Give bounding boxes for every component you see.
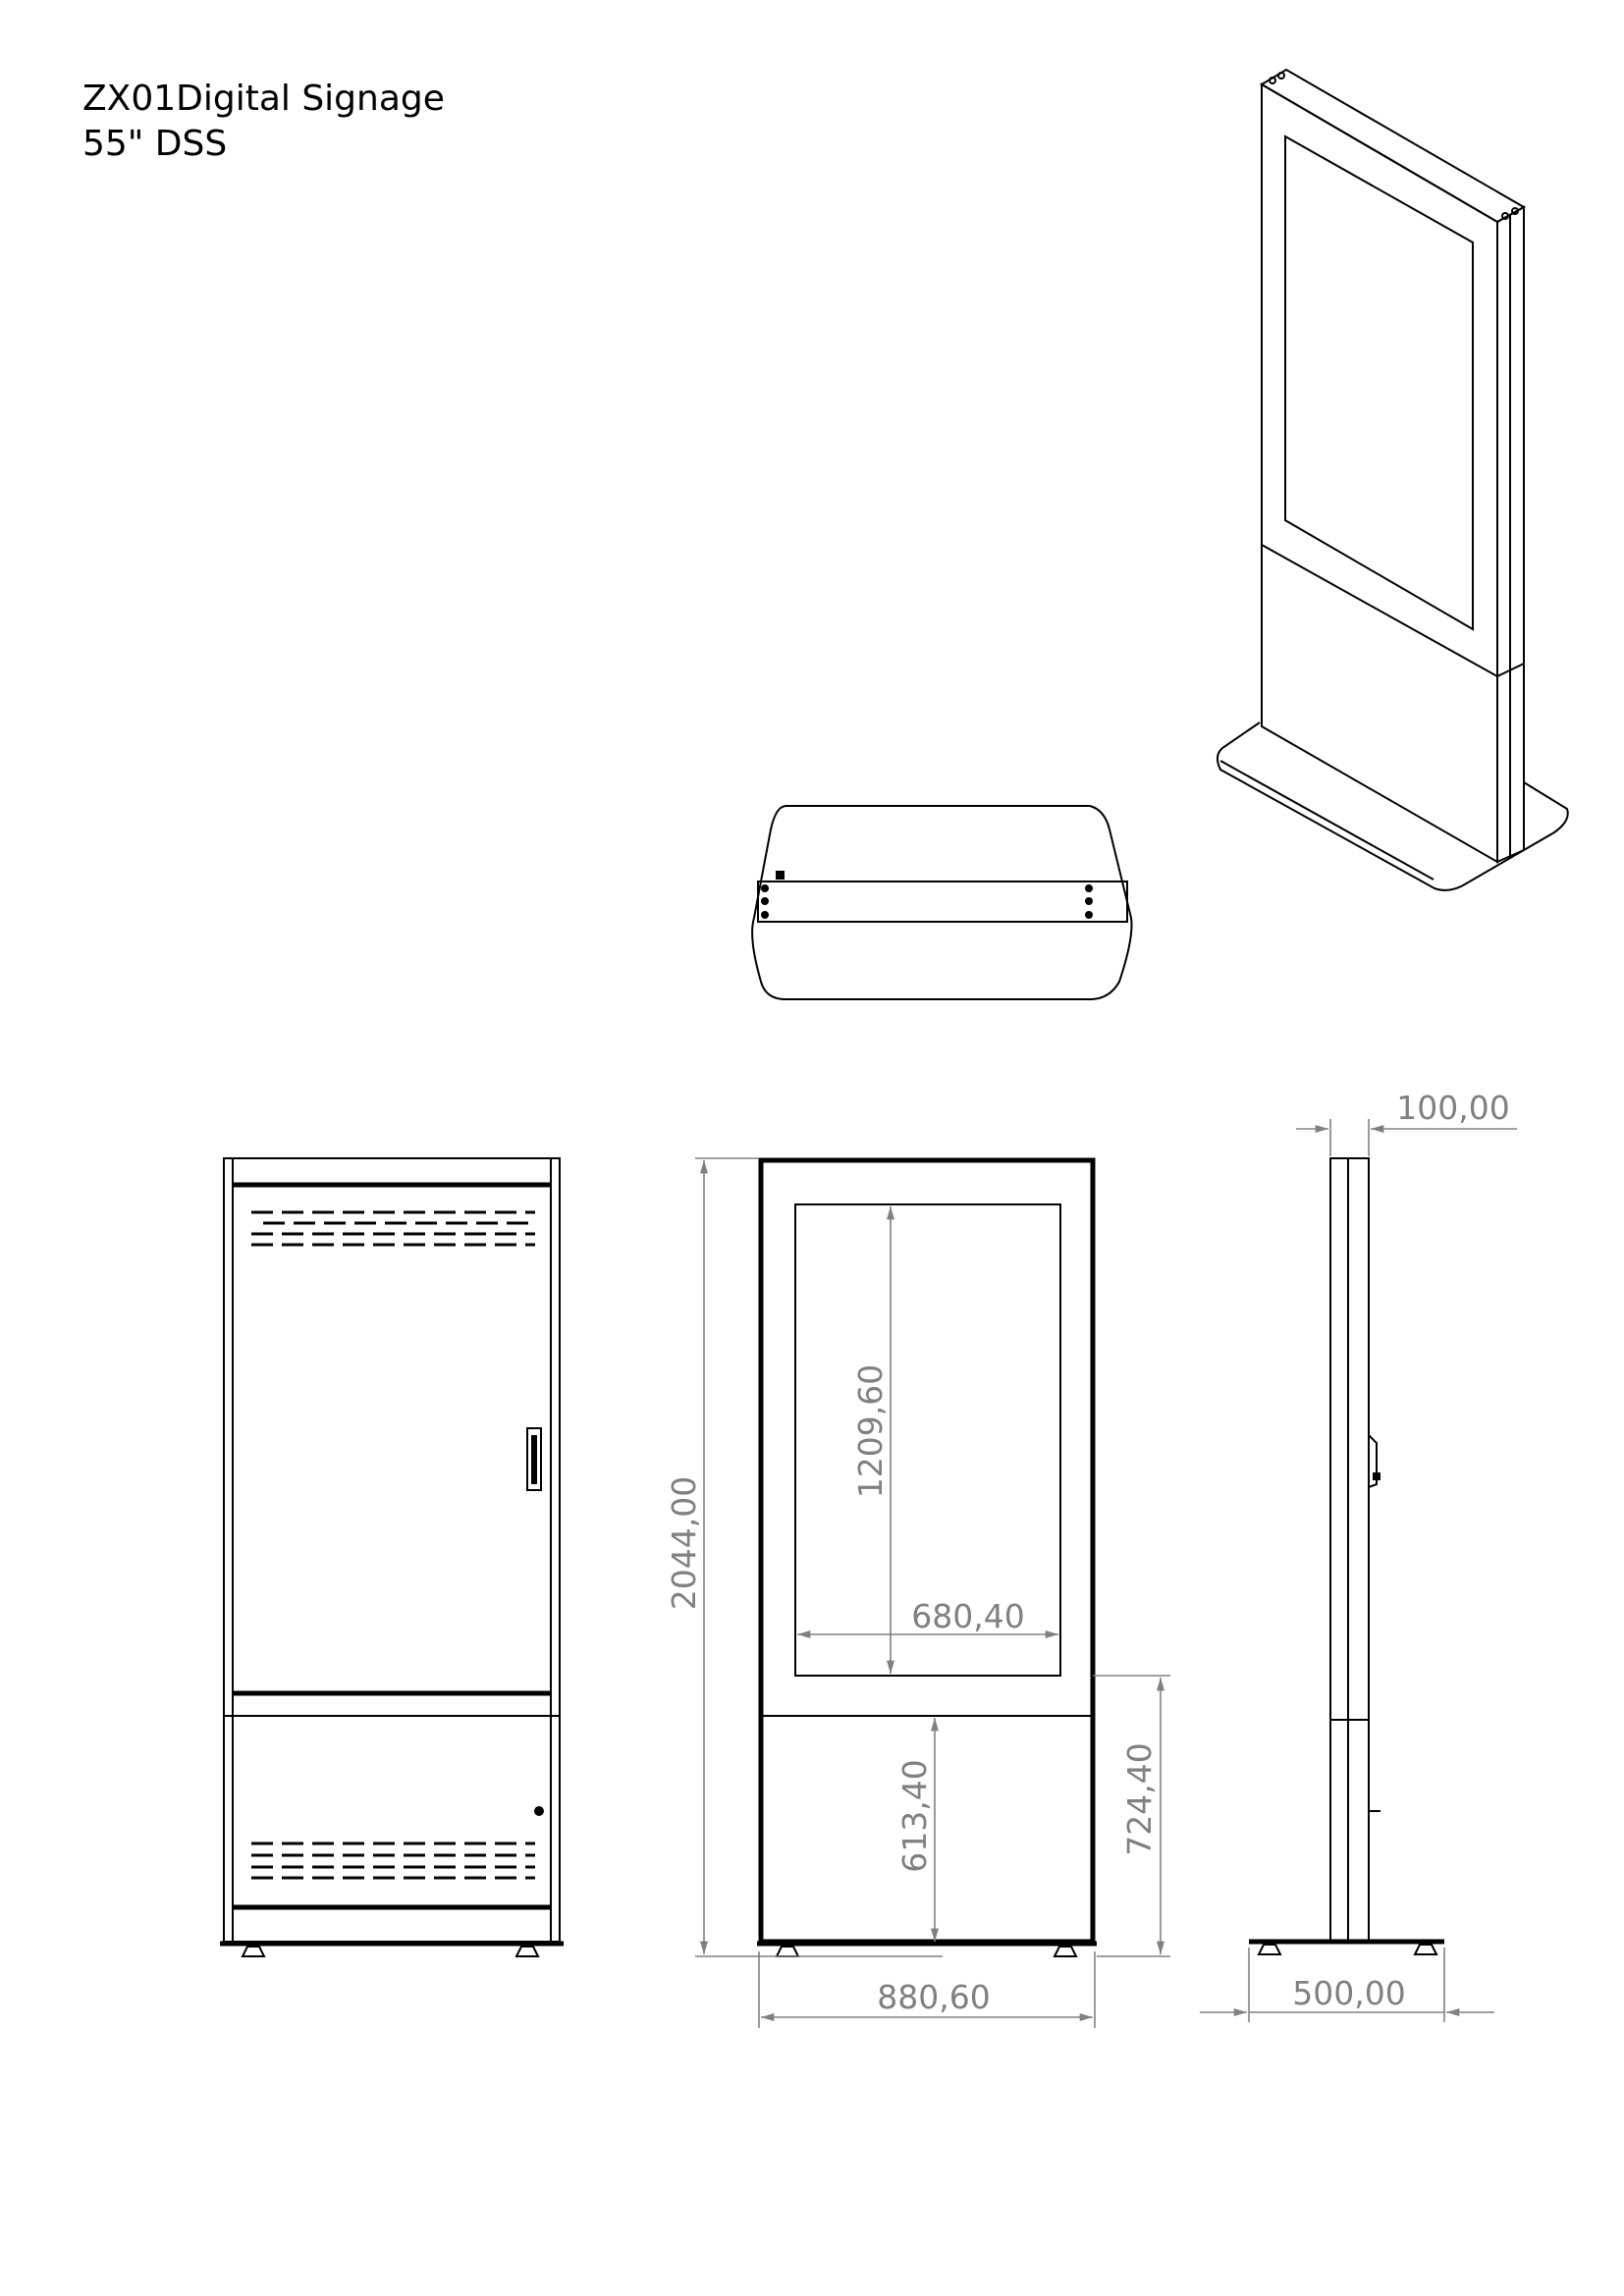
front-view [757,1157,1097,1957]
dim-total-width: 880,60 [758,1951,1096,2028]
top-view [751,805,1133,1000]
top-vents [251,1210,535,1247]
dim-screen-width: 680,40 [796,1597,1058,1638]
dim-base-depth: 500,00 [1200,1948,1494,2022]
dimensions: 2044,00 1209,60 680,40 613,40 724,40 880… [665,1089,1517,2028]
dim-depth-label: 100,00 [1396,1089,1509,1127]
dim-screen-height: 1209,60 [851,1206,894,1674]
dim-screen-bottom-height: 724,40 [1093,1675,1170,1957]
door-handle [526,1427,542,1491]
drawing-title: ZX01Digital Signage 55" DSS [82,77,445,167]
dim-total-height-label: 2044,00 [665,1476,703,1610]
title-line-2: 55" DSS [82,124,228,164]
dim-screen-width-label: 680,40 [911,1597,1024,1635]
side-view [1249,1157,1444,1955]
iso-screen [1284,134,1474,631]
title-line-1: ZX01Digital Signage [82,79,445,119]
bottom-vents [251,1842,535,1880]
dim-total-width-label: 880,60 [877,1978,990,2016]
dim-lower-panel-label: 613,40 [895,1759,934,1872]
dim-depth: 100,00 [1296,1089,1517,1156]
dim-lower-panel-height: 613,40 [895,1718,939,1942]
rear-view [220,1157,564,1957]
dim-screen-bottom-label: 724,40 [1120,1742,1159,1855]
lock-dot [534,1806,544,1816]
front-screen [794,1203,1061,1677]
dim-base-depth-label: 500,00 [1292,1974,1405,2012]
dim-total-height: 2044,00 [665,1157,943,1957]
isometric-view [1217,68,1569,891]
dim-screen-height-label: 1209,60 [851,1364,890,1498]
